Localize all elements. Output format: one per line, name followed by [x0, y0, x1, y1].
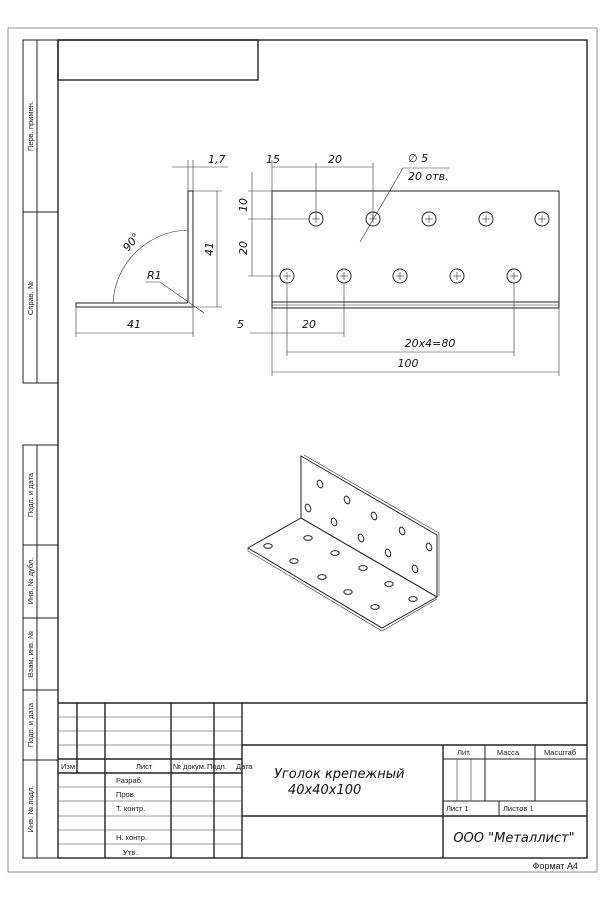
dim-top-row: 10 [237, 198, 250, 212]
col-list: Лист [136, 762, 153, 771]
iso-hole [398, 526, 406, 536]
hole [392, 268, 408, 284]
iso-hole [384, 581, 394, 587]
outer-frame [7, 27, 598, 873]
sheet-count: Листов 1 [503, 804, 534, 813]
hole [449, 268, 465, 284]
row-utv: Утв. [123, 848, 137, 857]
part-size: 40x40x100 [288, 783, 361, 798]
dim-length: 100 [398, 357, 419, 370]
part-name: Уголок крепежный [274, 767, 404, 782]
col-izm: Изм [61, 762, 75, 771]
hole [478, 211, 494, 227]
iso-hole [370, 511, 378, 521]
format-label: Формат А4 [533, 861, 578, 871]
dim-offset-5: 5 [237, 318, 244, 331]
col-podp: Подп. [207, 762, 227, 771]
dim-angle: 90° [120, 231, 142, 254]
dim-pitch-top: 20 [328, 153, 342, 166]
iso-hole [343, 495, 351, 505]
top-left-box [57, 39, 259, 81]
iso-hole [343, 589, 353, 595]
strip-inv-dubl: Инв. № дубл. [26, 558, 35, 604]
strip-perv-primen: Перв. примен. [26, 101, 35, 151]
iso-hole [330, 517, 338, 527]
strip-podp-data-2: Подп. и дата [26, 702, 35, 747]
inner-frame [57, 39, 588, 859]
strip-inv-podl: Инв. № подл. [26, 786, 35, 833]
masshtab-label: Масштаб [544, 748, 576, 757]
side-strip: Перв. примен. Справ. № Подп. и дата Инв.… [22, 39, 59, 859]
front-view: 15 20 ∅ 5 20 отв. 10 20 5 20 20x4=80 100 [237, 152, 560, 376]
iso-hole [263, 543, 273, 549]
iso-hole [411, 564, 419, 574]
isometric-view [247, 454, 440, 632]
iso-hole [425, 542, 433, 552]
title-block: Изм Лист № докум. Подп. Дата Разраб. Про… [58, 702, 587, 871]
col-data: Дата [236, 762, 253, 771]
iso-hole [317, 574, 327, 580]
iso-hole [304, 503, 312, 513]
row-prov: Пров. [116, 790, 136, 799]
strip-podp-data-1: Подп. и дата [26, 472, 35, 517]
iso-hole [316, 479, 324, 489]
massa-label: Масса [497, 748, 520, 757]
dim-pitch-total: 20x4=80 [405, 337, 456, 350]
dim-offset-15: 15 [266, 153, 280, 166]
iso-hole [370, 604, 380, 610]
hole [421, 211, 437, 227]
iso-hole [408, 596, 418, 602]
col-doc: № докум. [173, 762, 206, 771]
row-t-kontr: Т. контр. [116, 804, 145, 813]
dim-radius: R1 [147, 269, 162, 282]
dim-pitch-bottom: 20 [302, 318, 316, 331]
strip-vzam-inv: Взам. инв. № [26, 631, 35, 677]
dim-leg-height: 41 [203, 242, 216, 256]
dim-hole-dia: ∅ 5 [408, 152, 428, 165]
row-razrab: Разраб. [116, 776, 143, 785]
side-view: 1,7 41 41 90° R1 [75, 153, 228, 337]
dim-hole-count: 20 отв. [408, 170, 449, 183]
iso-hole [303, 535, 313, 541]
iso-hole [358, 565, 368, 571]
lit-label: Лит. [457, 748, 471, 757]
sheet-number: Лист 1 [446, 804, 469, 813]
hole [534, 211, 550, 227]
iso-hole [357, 533, 365, 543]
organization: ООО "Металлист" [453, 831, 574, 846]
dim-row-spacing: 20 [237, 241, 250, 255]
strip-sprav-no: Справ. № [26, 281, 35, 315]
dim-leg-width: 41 [127, 318, 141, 331]
iso-hole [384, 548, 392, 558]
dim-thickness: 1,7 [208, 153, 226, 166]
iso-hole [289, 558, 299, 564]
row-n-kontr: Н. контр. [116, 833, 147, 842]
iso-hole [330, 550, 340, 556]
